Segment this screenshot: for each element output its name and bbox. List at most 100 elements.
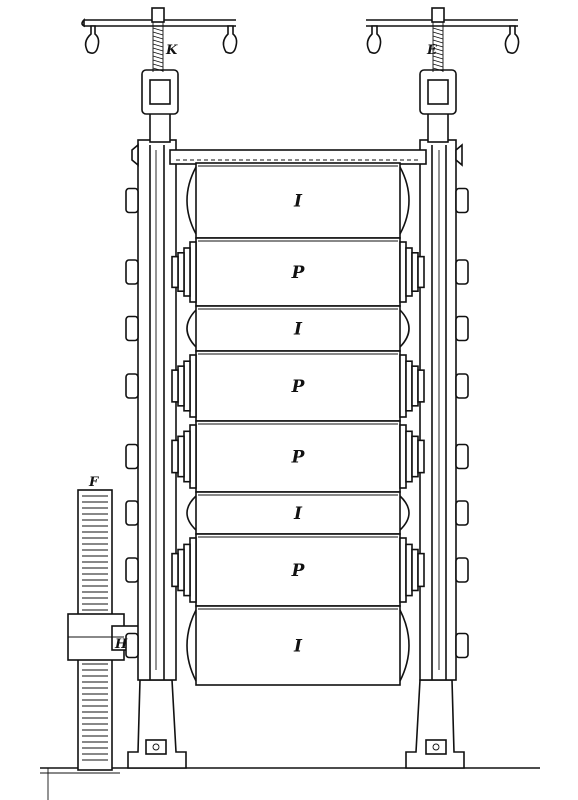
bearing-right bbox=[455, 632, 469, 659]
bearing-left bbox=[125, 557, 139, 583]
roll-journal-step bbox=[189, 424, 197, 489]
roll-label: I bbox=[293, 504, 303, 524]
roll-journal-step bbox=[183, 360, 191, 412]
bearing-left bbox=[125, 187, 139, 214]
roll-journal-step bbox=[399, 537, 407, 603]
roll-journal-step bbox=[405, 247, 413, 297]
right-screw bbox=[366, 7, 520, 72]
screw-thread bbox=[432, 67, 444, 72]
roll-neck bbox=[186, 166, 197, 235]
roll: I bbox=[125, 605, 469, 686]
roll-journal-step bbox=[411, 252, 419, 293]
roll-journal-step bbox=[189, 241, 197, 303]
label-hub: H bbox=[114, 637, 128, 652]
roll-body bbox=[195, 605, 401, 686]
roll: P bbox=[125, 533, 469, 607]
roll-neck bbox=[399, 309, 410, 348]
roll-journal-step bbox=[405, 430, 413, 483]
roll: I bbox=[125, 305, 469, 352]
left-screw bbox=[81, 7, 238, 72]
screw-thread bbox=[152, 55, 164, 60]
roll-neck bbox=[186, 309, 197, 348]
roll-label: P bbox=[291, 561, 306, 581]
screw-thread bbox=[152, 63, 164, 68]
roll-journal-step bbox=[183, 430, 191, 483]
top-tie-bar bbox=[169, 149, 427, 165]
right-frame bbox=[405, 69, 465, 769]
roll-journal-step bbox=[417, 255, 425, 289]
roll-neck bbox=[186, 495, 197, 531]
roll-journal-step bbox=[177, 252, 185, 293]
bearing-right bbox=[455, 557, 469, 583]
roll-label: P bbox=[291, 448, 306, 468]
screw-thread bbox=[432, 43, 444, 48]
roll-journal-step bbox=[177, 435, 185, 478]
roll-journal-step bbox=[171, 255, 179, 289]
roll-label: I bbox=[293, 192, 303, 212]
gear-wheel bbox=[67, 489, 143, 771]
bearing-right bbox=[455, 443, 469, 470]
screw-thread bbox=[432, 55, 444, 60]
screw-thread bbox=[152, 67, 164, 72]
roll-neck bbox=[186, 609, 197, 682]
label-screw-left: K bbox=[165, 43, 178, 58]
roll-journal-step bbox=[399, 241, 407, 303]
bearing-left bbox=[125, 259, 139, 285]
roll-label: I bbox=[293, 637, 303, 657]
roll-journal-step bbox=[399, 354, 407, 418]
screw-thread bbox=[432, 59, 444, 64]
bearing-left bbox=[125, 443, 139, 470]
bearing-right bbox=[455, 259, 469, 285]
bearing-right bbox=[455, 315, 469, 342]
bearing-right bbox=[455, 187, 469, 214]
roll-journal-step bbox=[405, 360, 413, 412]
roll-journal-step bbox=[189, 537, 197, 603]
roll-neck bbox=[399, 609, 410, 682]
screw-thread bbox=[152, 31, 164, 36]
roll-body bbox=[195, 162, 401, 239]
roll-journal-step bbox=[171, 439, 179, 474]
roll-body bbox=[195, 305, 401, 352]
roll-label: I bbox=[293, 320, 303, 340]
bearing-left bbox=[125, 632, 139, 659]
roll-journal-step bbox=[411, 435, 419, 478]
roll-body bbox=[195, 237, 401, 307]
roll-journal-step bbox=[399, 424, 407, 489]
label-gear: F bbox=[88, 475, 99, 490]
roll-body bbox=[195, 420, 401, 493]
screw-thread bbox=[152, 51, 164, 56]
screw-thread bbox=[432, 39, 444, 44]
roll-journal-step bbox=[411, 548, 419, 592]
roll-journal-step bbox=[417, 552, 425, 588]
screw-thread bbox=[432, 63, 444, 68]
screw-thread bbox=[432, 31, 444, 36]
screw-thread bbox=[152, 27, 164, 32]
bearing-left bbox=[125, 315, 139, 342]
bearing-left bbox=[125, 373, 139, 399]
screw-thread bbox=[432, 27, 444, 32]
bearing-left bbox=[125, 500, 139, 526]
screw-thread bbox=[152, 35, 164, 40]
screw-thread bbox=[152, 39, 164, 44]
roll: P bbox=[125, 237, 469, 307]
roll-journal-step bbox=[183, 247, 191, 297]
left-frame bbox=[127, 69, 187, 769]
roll-journal-step bbox=[177, 365, 185, 407]
bearing-right bbox=[455, 373, 469, 399]
label-screw-right: E bbox=[426, 43, 438, 58]
roll-journal-step bbox=[171, 552, 179, 588]
roll-body bbox=[195, 533, 401, 607]
roll-label: P bbox=[291, 377, 306, 397]
floor bbox=[40, 767, 540, 800]
screw-thread bbox=[152, 47, 164, 52]
screw-thread bbox=[432, 51, 444, 56]
roll-journal-step bbox=[417, 369, 425, 403]
roll-journal-step bbox=[189, 354, 197, 418]
screw-thread bbox=[432, 35, 444, 40]
roll-neck bbox=[399, 495, 410, 531]
roll-journal-step bbox=[417, 439, 425, 474]
roll-journal-step bbox=[411, 365, 419, 407]
